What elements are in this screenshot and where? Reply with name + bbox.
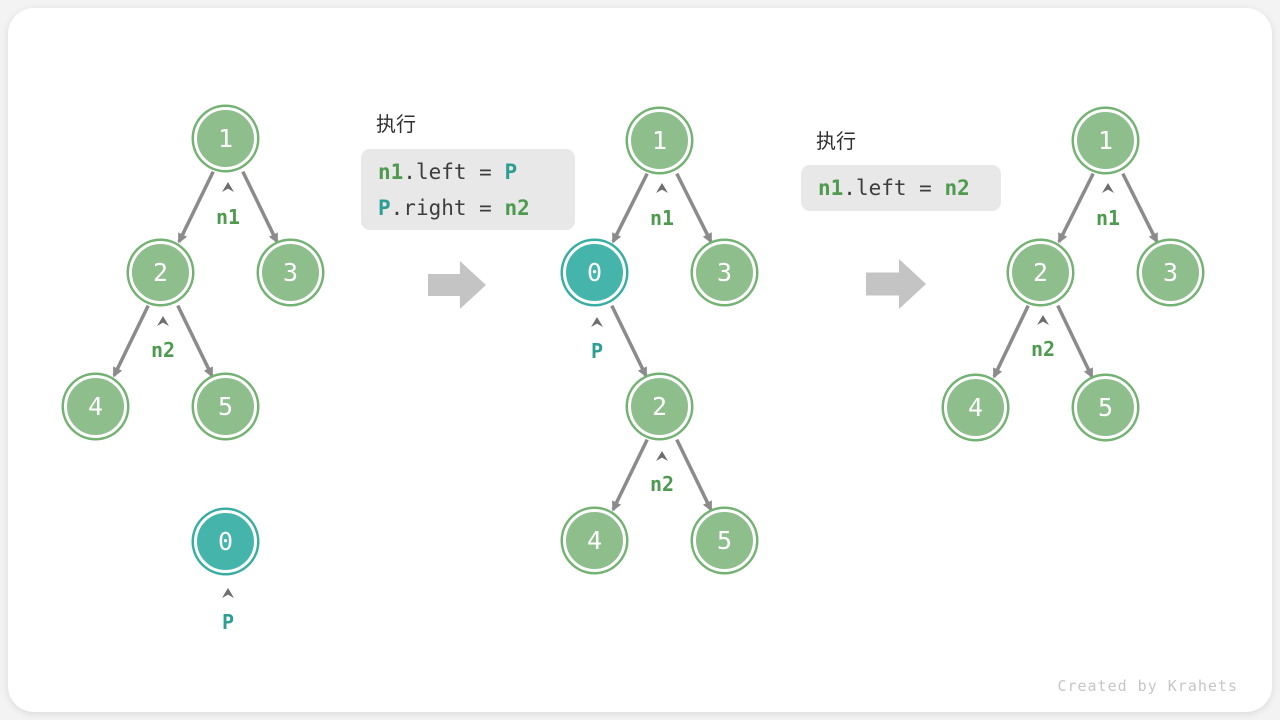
watermark: Created by Krahets	[1057, 677, 1238, 695]
code-token-p: P	[504, 160, 518, 184]
code-line: n1.left = P	[378, 154, 575, 190]
tree-node: 1	[628, 109, 691, 172]
code-token: .right =	[390, 196, 505, 220]
tree-node-value: 0	[217, 527, 234, 556]
tree-node-value: 4	[87, 392, 104, 421]
tree-node: 3	[259, 241, 322, 304]
pointer-label-p: P	[590, 339, 604, 363]
tree-node-value: 5	[1097, 393, 1114, 422]
tree-node-value: 1	[217, 124, 234, 153]
code-line: n1.left = n2	[818, 165, 1001, 211]
tree-node: 2	[1009, 241, 1072, 304]
tree-node-value: 3	[716, 258, 733, 287]
tree-node: 1	[1074, 109, 1137, 172]
tree-node-value: 4	[967, 393, 984, 422]
tree-node: 3	[693, 241, 756, 304]
code-token: .left =	[403, 160, 505, 184]
code-block: n1.left = P P.right = n2	[361, 149, 575, 230]
tree-node: 1	[194, 107, 257, 170]
code-block: n1.left = n2	[801, 165, 1001, 211]
pointer-label-n1: n1	[1095, 206, 1121, 230]
tree-node-value: 5	[217, 392, 234, 421]
code-token: .left =	[843, 176, 945, 200]
tree-node-value: 3	[282, 258, 299, 287]
code-line: P.right = n2	[378, 190, 575, 226]
pointer-up-icon	[1037, 315, 1049, 325]
tree-node: 4	[64, 375, 127, 438]
pointer-up-icon	[1102, 183, 1114, 193]
pointer-up-icon	[222, 182, 234, 192]
tree-node-value: 5	[716, 526, 733, 555]
tree-node-p: 0	[194, 510, 257, 573]
tree-node: 5	[693, 509, 756, 572]
exec-title: 执行	[816, 131, 856, 153]
tree-node: 2	[129, 241, 192, 304]
tree-node-value: 1	[1097, 126, 1114, 155]
figure-panel: 1 2 3 4 5 0 n1 n2 P 执行 n1.left = P P.rig…	[8, 8, 1272, 712]
tree-node-value: 0	[586, 258, 603, 287]
exec-title: 执行	[376, 114, 416, 136]
pointer-label-p: P	[221, 610, 235, 634]
code-token-p: P	[378, 196, 391, 220]
code-token-n2: n2	[944, 176, 970, 200]
pointer-label-n1: n1	[649, 206, 675, 230]
pointer-up-icon	[591, 317, 603, 327]
tree-node: 5	[1074, 376, 1137, 439]
step-arrow-icon	[866, 259, 926, 309]
tree-node-value: 3	[1162, 258, 1179, 287]
tree-node-p: 0	[563, 241, 626, 304]
tree-node: 4	[944, 376, 1007, 439]
code-token-n1: n1	[378, 160, 404, 184]
pointer-up-icon	[157, 316, 169, 326]
code-token-n1: n1	[818, 176, 844, 200]
tree-node-value: 4	[586, 526, 603, 555]
pointer-up-icon	[656, 451, 668, 461]
tree-node-value: 2	[152, 258, 169, 287]
tree-node: 5	[194, 375, 257, 438]
code-token-n2: n2	[504, 196, 530, 220]
pointer-label-n2: n2	[1030, 337, 1056, 361]
tree-node: 2	[628, 375, 691, 438]
tree-node-value: 2	[651, 392, 668, 421]
pointer-up-icon	[222, 588, 234, 598]
tree-node-value: 1	[651, 126, 668, 155]
pointer-up-icon	[656, 183, 668, 193]
tree-edges-layer	[112, 170, 1159, 512]
pointer-label-n1: n1	[215, 205, 241, 229]
pointer-label-n2: n2	[150, 338, 176, 362]
tree-node: 4	[563, 509, 626, 572]
pointer-label-n2: n2	[649, 472, 675, 496]
tree-node-value: 2	[1032, 258, 1049, 287]
tree-node: 3	[1139, 241, 1202, 304]
step-arrow-icon	[428, 261, 486, 309]
